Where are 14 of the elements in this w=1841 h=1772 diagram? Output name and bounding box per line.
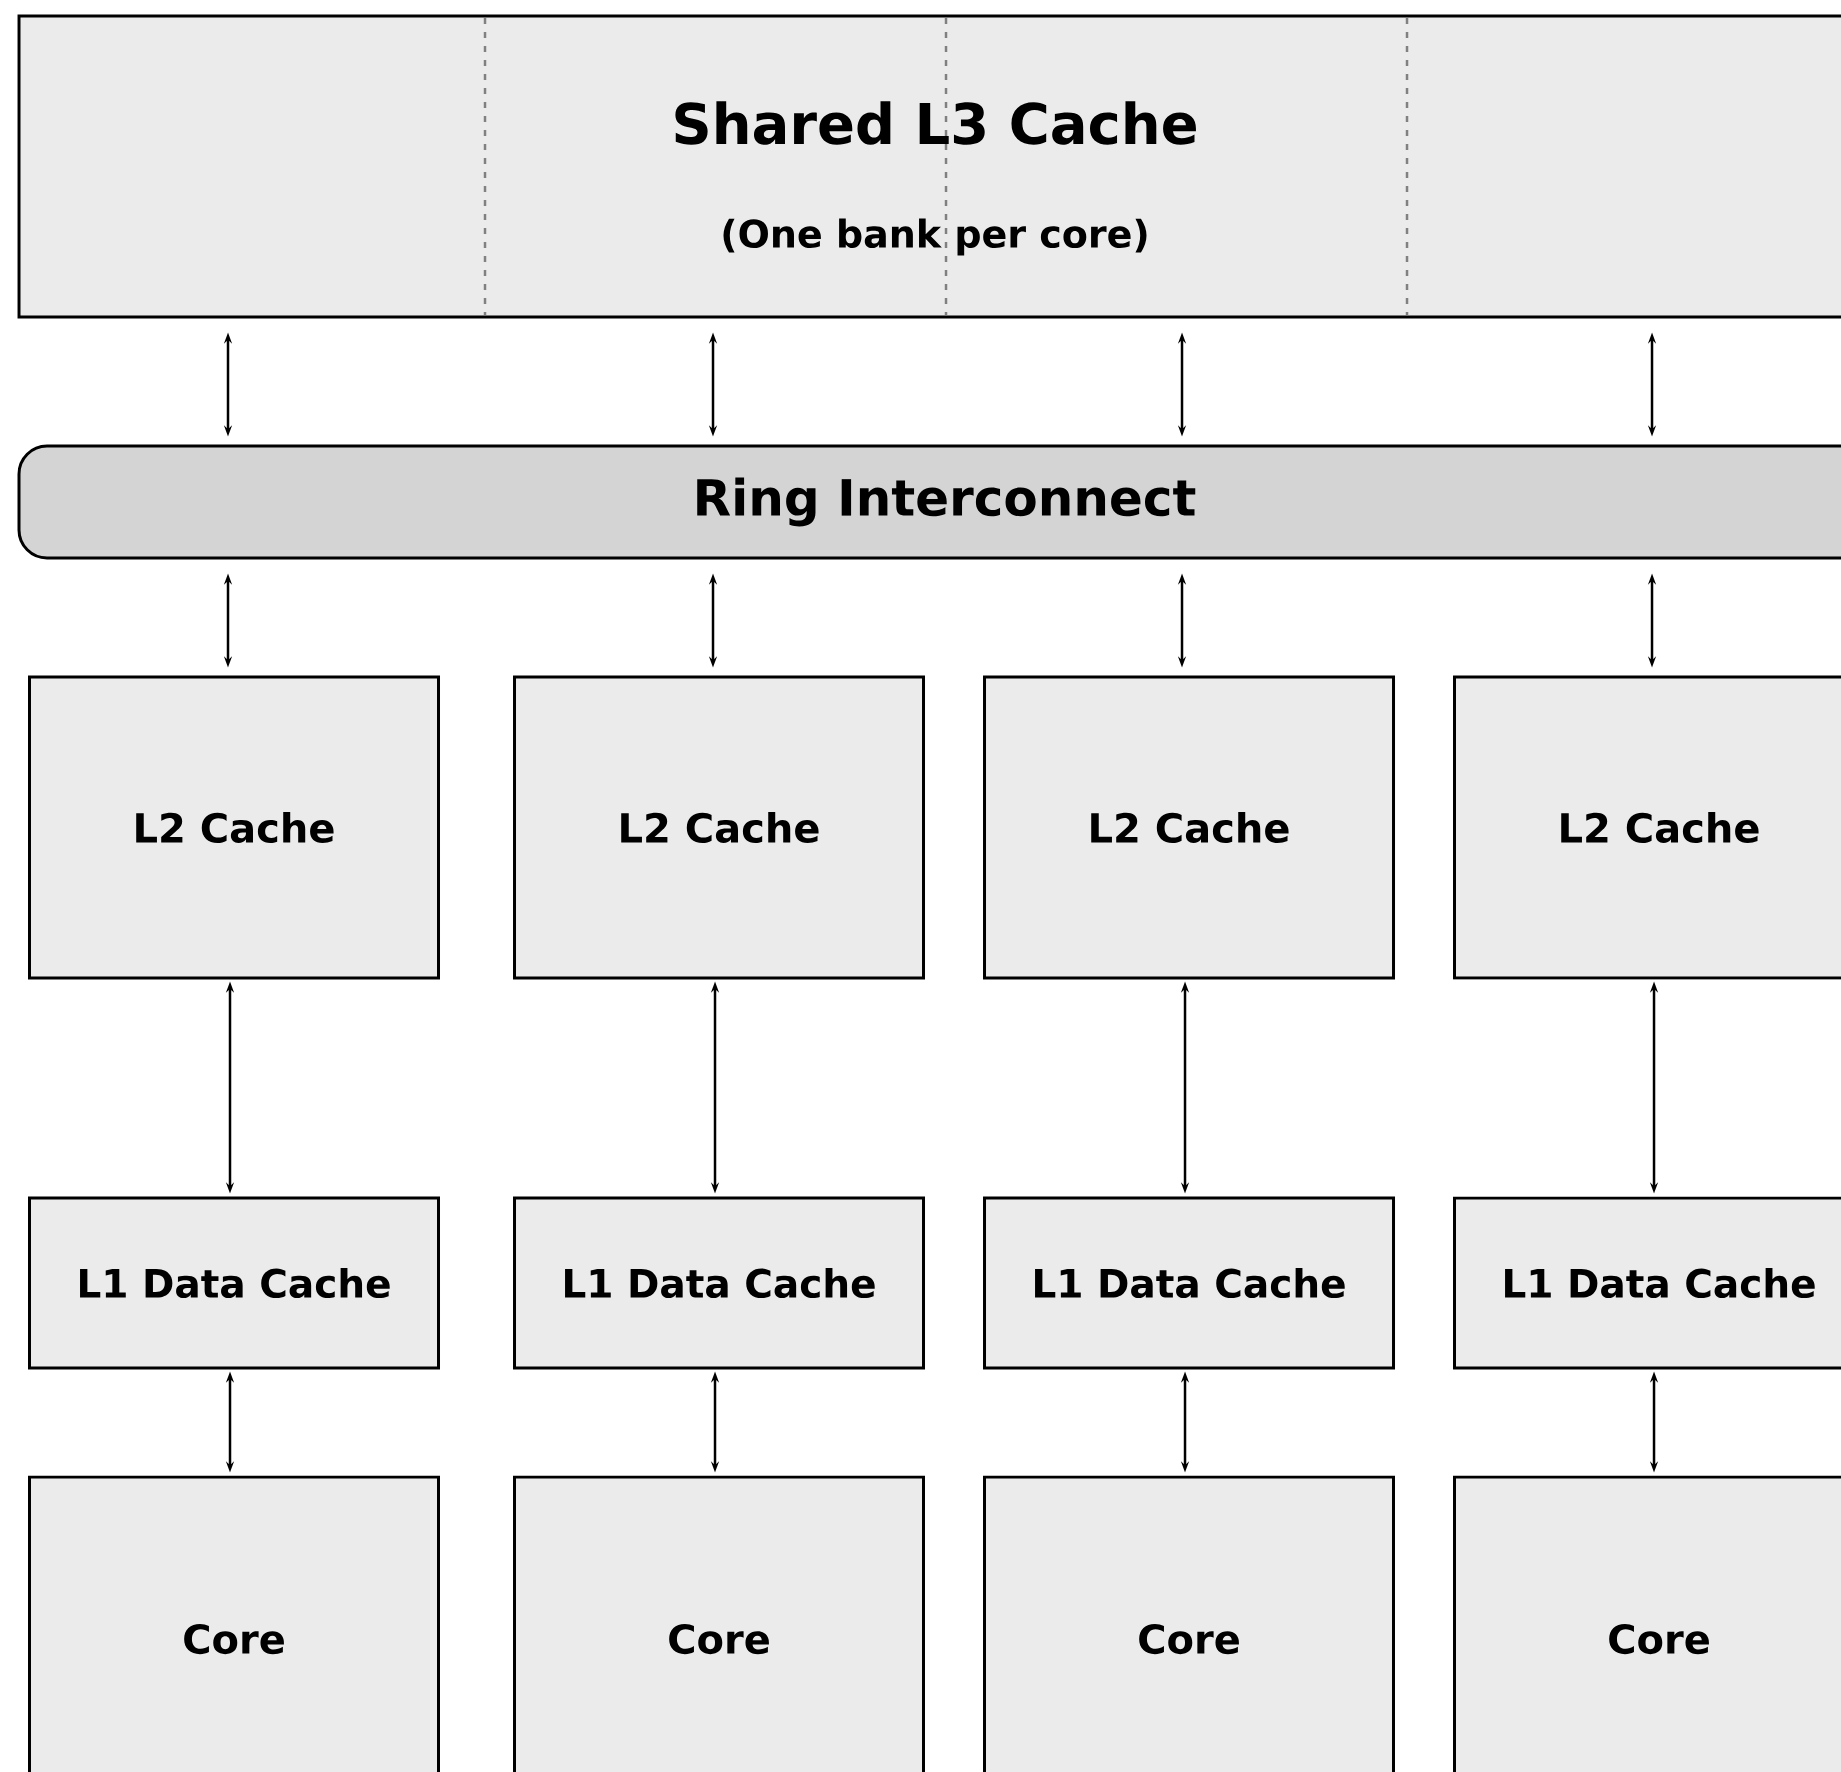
cache-box: L1 Data Cache — [513, 1196, 925, 1370]
cache-box: L2 Cache — [28, 675, 440, 980]
core-box: Core — [513, 1475, 925, 1772]
cache-box: L2 Cache — [983, 675, 1395, 980]
core-box: Core — [28, 1475, 440, 1772]
core-box: Core — [983, 1475, 1395, 1772]
interconnect-bar: Ring Interconnect — [17, 444, 1841, 560]
core-box: Core — [1453, 1475, 1841, 1772]
cache-bank-box: Shared L3 Cache (One bank per core) — [17, 14, 1841, 319]
cache-box: L2 Cache — [513, 675, 925, 980]
cache-box: L1 Data Cache — [1453, 1196, 1841, 1370]
cache-box: L2 Cache — [1453, 675, 1841, 980]
cache-box: L1 Data Cache — [983, 1196, 1395, 1370]
cache-box: L1 Data Cache — [28, 1196, 440, 1370]
